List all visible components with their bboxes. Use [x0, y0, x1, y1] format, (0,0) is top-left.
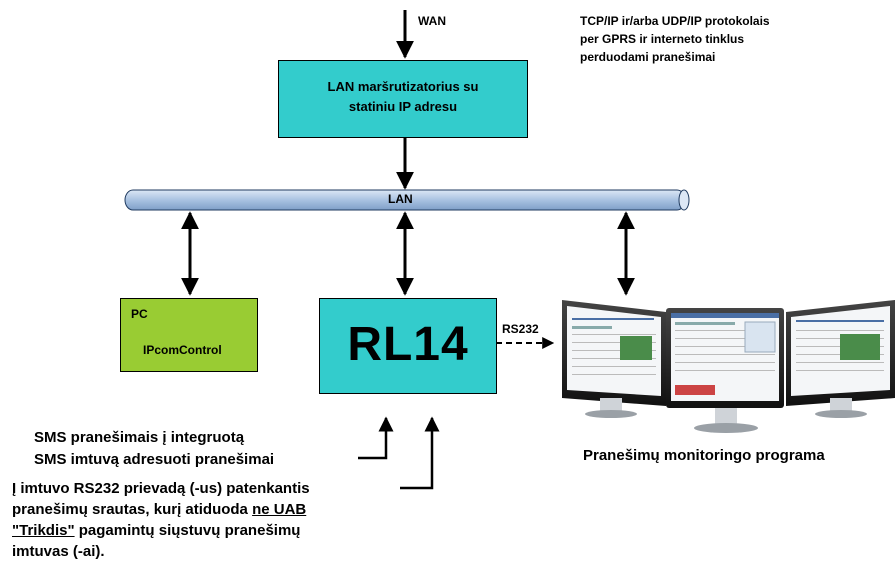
monitoring-caption: Pranešimų monitoringo programa — [583, 447, 825, 464]
lan-router-box: LAN maršrutizatorius su statiniu IP adre… — [278, 60, 528, 138]
lan-label: LAN — [388, 192, 413, 206]
wan-label: WAN — [418, 14, 446, 28]
monitor-left — [562, 300, 666, 418]
rs232-note-line2: pranešimų srautas, kurį atiduoda ne UAB — [12, 499, 310, 520]
pc-subtitle: IPcomControl — [143, 343, 222, 357]
router-label-line: LAN maršrutizatorius su — [327, 79, 479, 94]
lan-pipe — [124, 189, 690, 211]
rs232-note-line4: imtuvas (-ai). — [12, 543, 105, 560]
rs232-note-line3: "Trikdis" pagamintų siųstuvų pranešimų — [12, 520, 310, 541]
sms-note-line: SMS pranešimais į integruotą — [34, 429, 245, 446]
pc-box: PC IPcomControl — [120, 298, 258, 372]
rs232-note-connector — [400, 416, 440, 490]
monitor-right — [786, 300, 895, 418]
rs232-label: RS232 — [502, 322, 539, 336]
rs232-note-line2-underlined: ne UAB — [252, 501, 307, 518]
monitors-illustration — [562, 300, 895, 433]
pc-title: PC — [131, 307, 148, 321]
protocol-note-line: TCP/IP ir/arba UDP/IP protokolais — [580, 14, 770, 28]
rl14-box: RL14 — [319, 298, 497, 394]
sms-note: SMS pranešimais į integruotą SMS imtuvą … — [34, 427, 274, 471]
rs232-note-line3-underlined: "Trikdis" — [12, 522, 75, 539]
sms-note-line: SMS imtuvą adresuoti pranešimai — [34, 451, 275, 468]
rs232-note-line2-text: pranešimų srautas, kurį atiduoda — [12, 501, 253, 518]
monitor-center — [666, 308, 784, 433]
rl14-title: RL14 — [347, 318, 469, 371]
router-label-line: statiniu IP adresu — [348, 99, 458, 114]
rs232-note: Į imtuvo RS232 prievadą (-us) patenkanti… — [12, 478, 310, 562]
protocol-note-line: perduodami pranešimai — [580, 50, 716, 64]
rs232-note-line3-text: pagamintų siųstuvų pranešimų — [74, 522, 301, 539]
rs232-note-line1: Į imtuvo RS232 prievadą (-us) patenkanti… — [12, 480, 310, 497]
protocol-note-line: per GPRS ir interneto tinklus — [580, 32, 745, 46]
sms-connector — [358, 416, 394, 460]
protocol-note: TCP/IP ir/arba UDP/IP protokolais per GP… — [580, 12, 770, 66]
